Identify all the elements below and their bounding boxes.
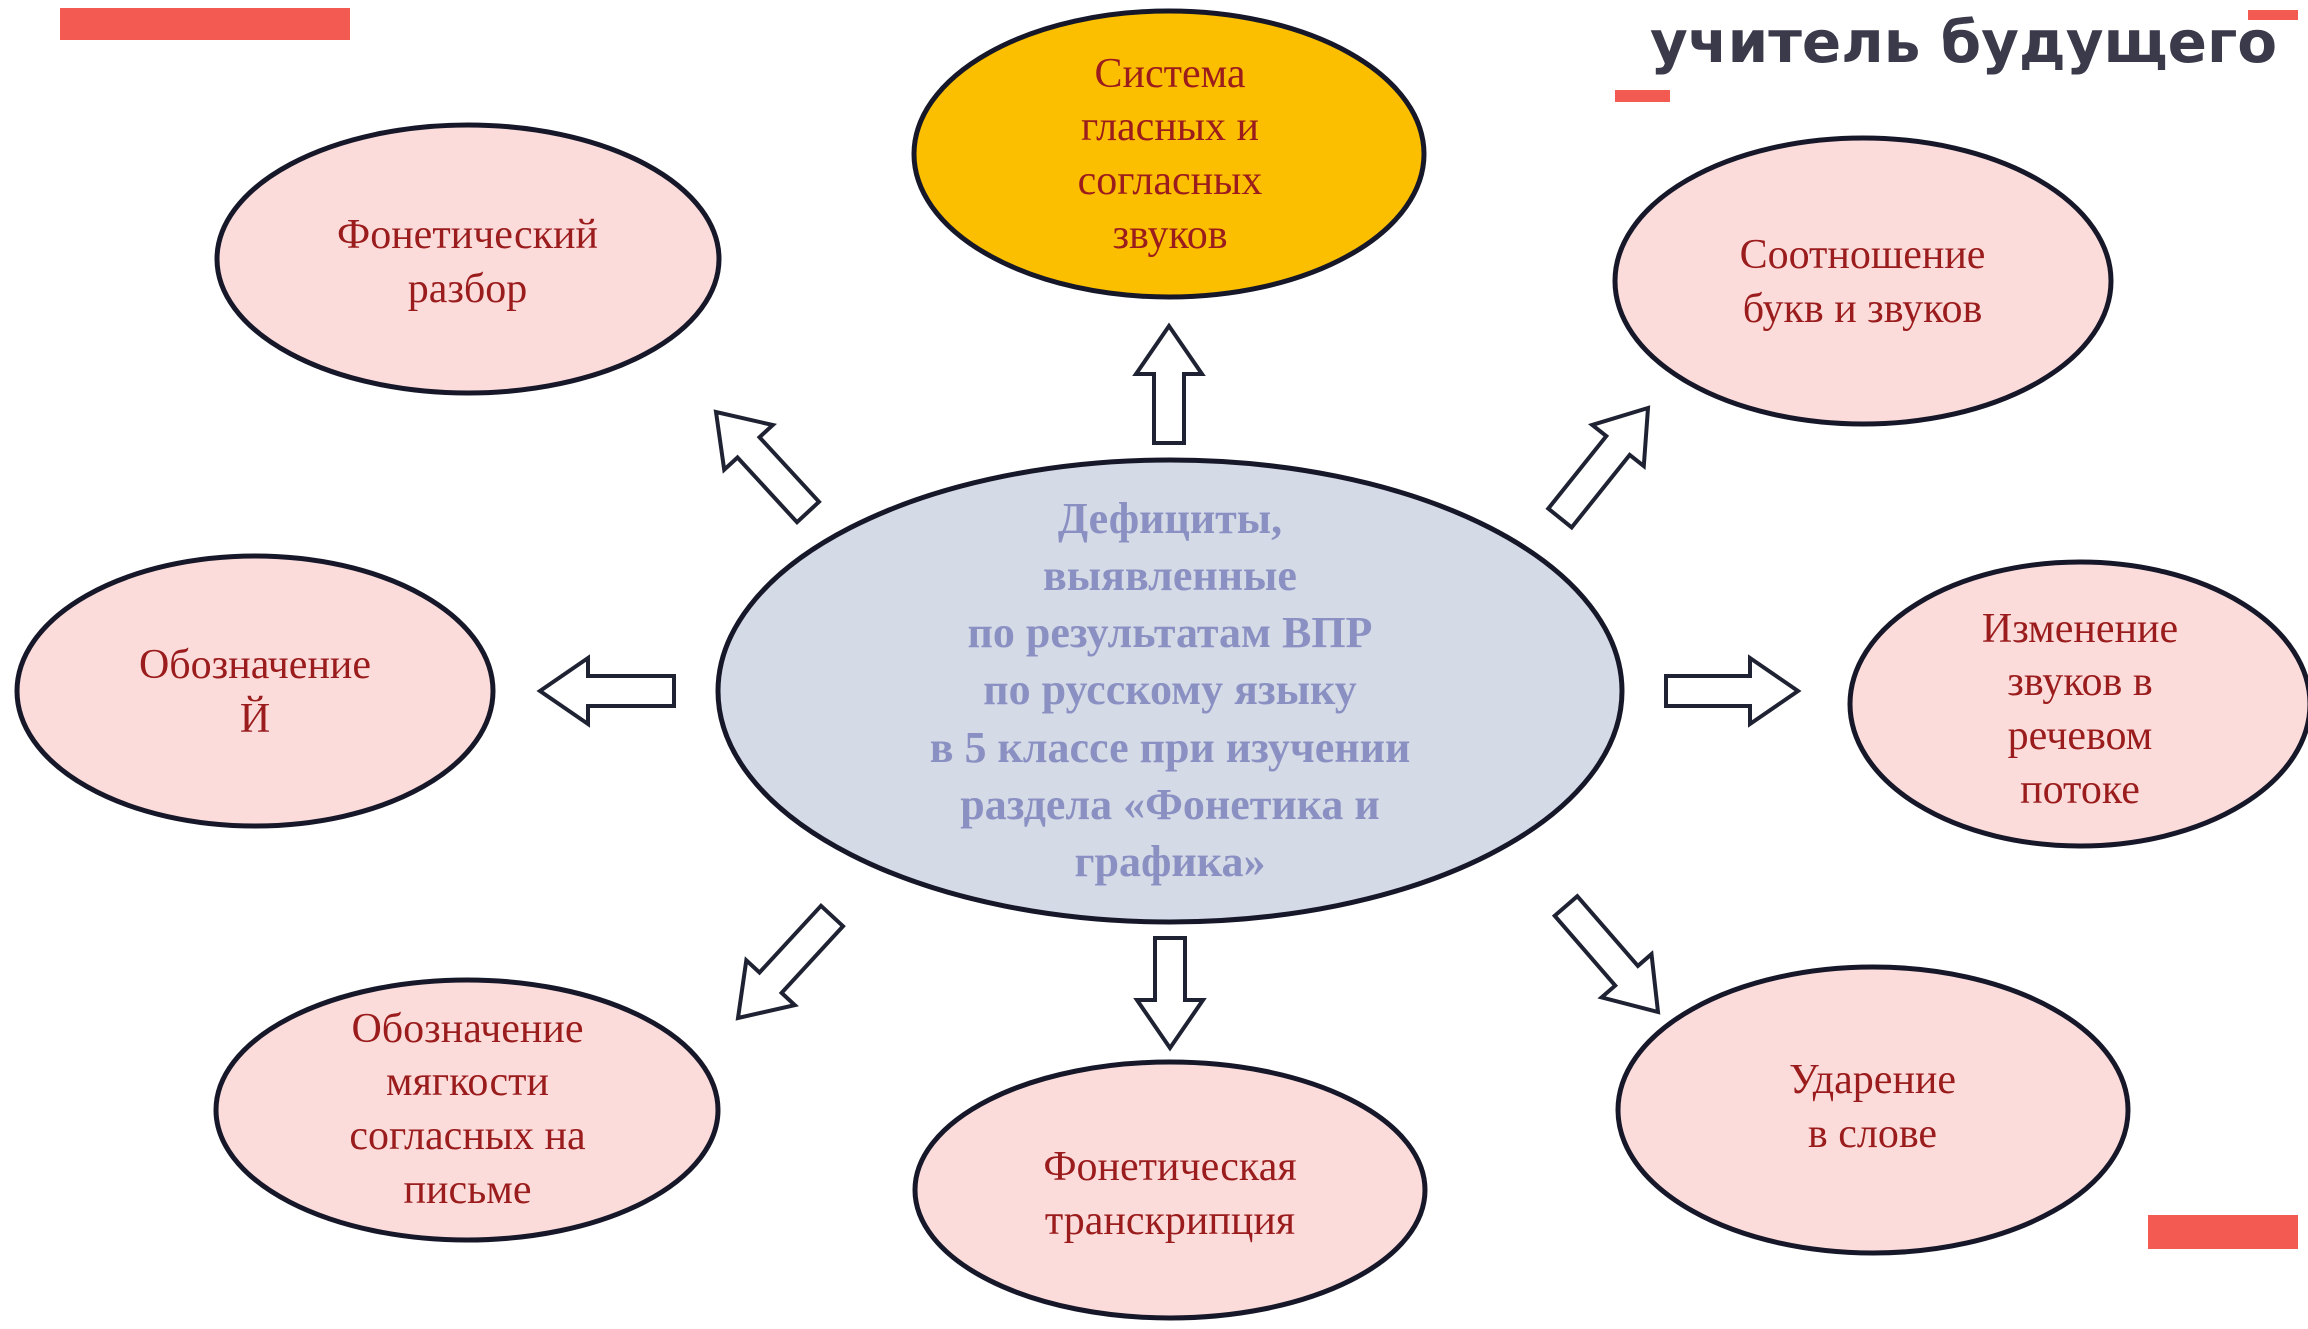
arrow-right	[1664, 654, 1802, 728]
topic-phonetic-analysis: Фонетический разбор	[337, 211, 598, 312]
arrow-up-right	[1545, 405, 1651, 531]
arrow-down-right	[1551, 893, 1661, 1015]
arrow-down-left	[735, 902, 846, 1021]
topic-letter-y: Обозначение Й	[138, 641, 372, 742]
center-oval	[715, 457, 1625, 925]
topic-oval-transcription	[912, 1059, 1428, 1321]
accent-bar-logo-under	[1615, 90, 1670, 102]
topic-vowels-consonants: Система гласных и согласных звуков	[1077, 50, 1263, 258]
topic-softness: Обозначение мягкости согласных на письме	[349, 1005, 586, 1213]
topic-oval-vowels-consonants	[911, 8, 1427, 300]
arrow-up-left	[713, 409, 822, 526]
brand-logo: учитель будущего	[1650, 8, 2278, 76]
topic-oval-letter-y	[14, 553, 496, 829]
topic-letters-sounds: Соотношение букв и звуков	[1739, 231, 1986, 332]
topic-sound-change: Изменение звуков в речевом потоке	[1981, 605, 2179, 813]
arrow-up	[1132, 322, 1206, 445]
topic-transcription: Фонетическая транскрипция	[1043, 1144, 1297, 1244]
topic-oval-phonetic-analysis	[214, 122, 722, 396]
accent-bar-top-left	[60, 8, 350, 40]
center-title: Дефициты, выявленные по результатам ВПР …	[929, 493, 1411, 886]
arrow-left	[536, 654, 676, 728]
topic-stress: Ударение в слове	[1788, 1056, 1957, 1157]
topic-oval-softness	[213, 977, 721, 1243]
arrow-down	[1133, 936, 1207, 1052]
topic-oval-sound-change	[1847, 559, 2308, 849]
topic-oval-letters-sounds	[1612, 135, 2114, 427]
topic-oval-stress	[1615, 964, 2131, 1256]
arrows-group	[536, 322, 1802, 1052]
accent-bar-bottom-right	[2148, 1215, 2298, 1249]
accent-bar-logo-top	[2248, 10, 2298, 20]
